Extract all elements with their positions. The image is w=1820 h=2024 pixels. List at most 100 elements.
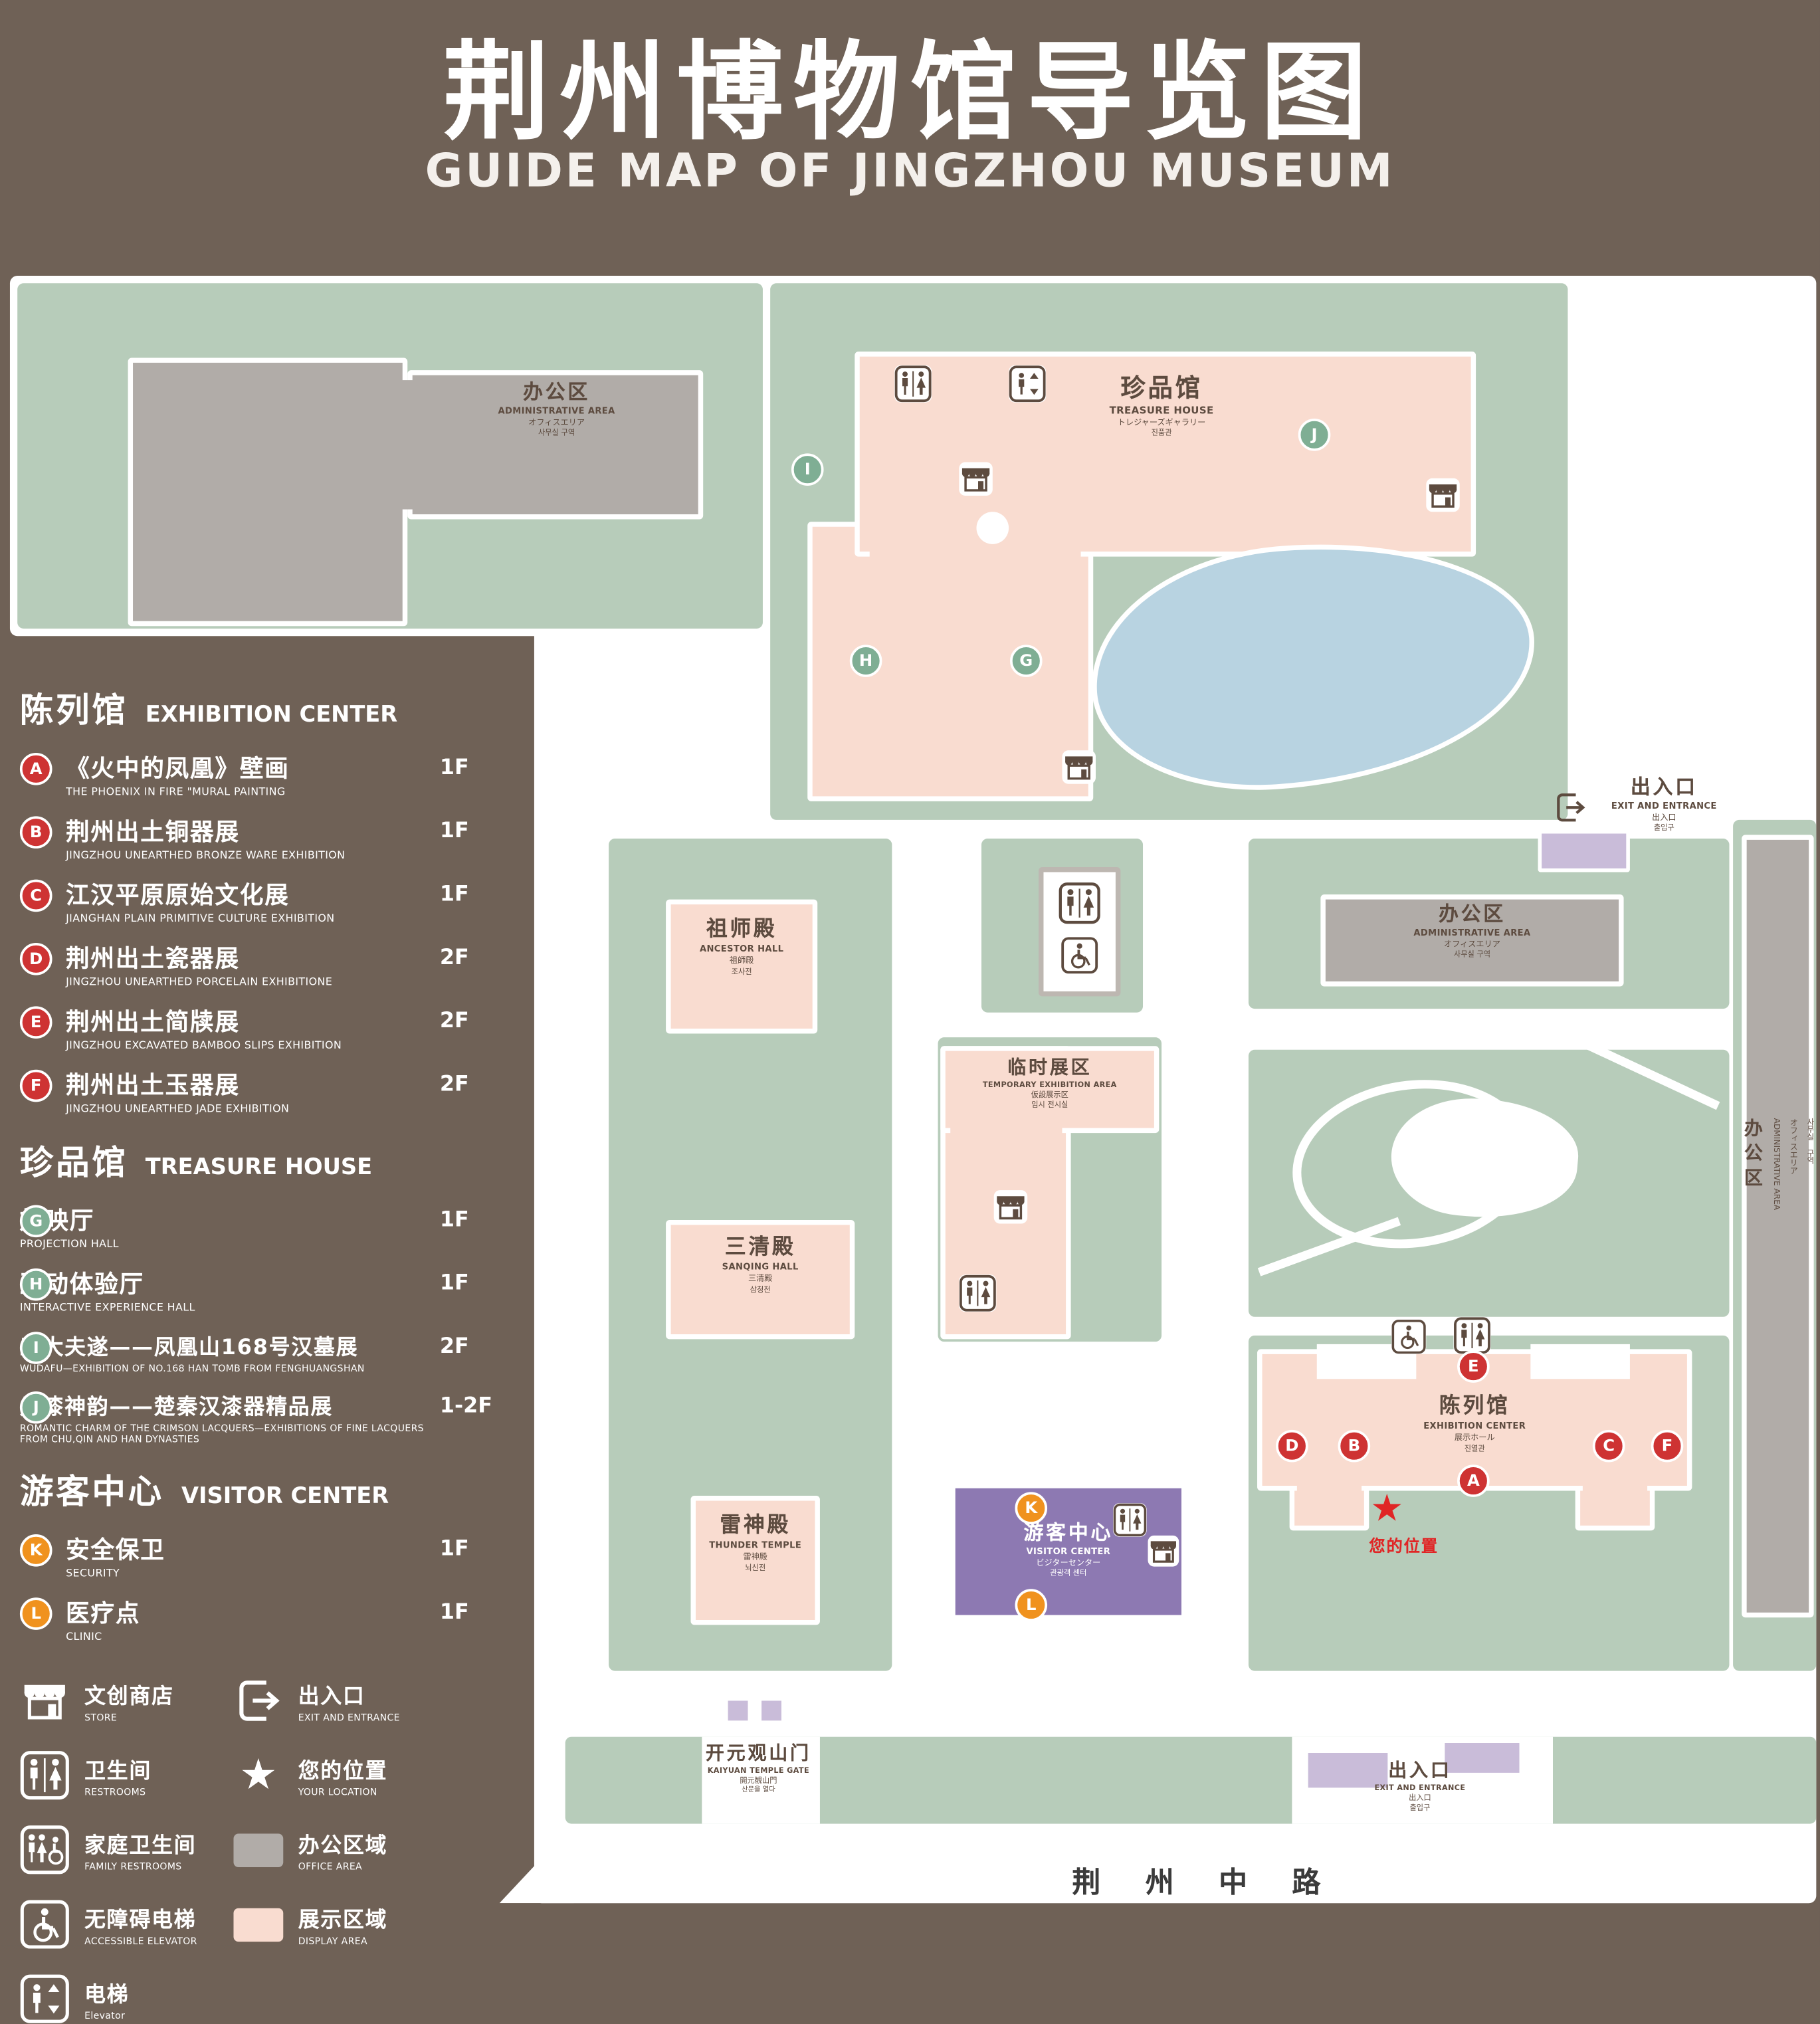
legend-symbol-en: RESTROOMS	[84, 1786, 146, 1798]
legend-symbol-text: 电梯 Elevator	[84, 1977, 129, 2021]
legend-symbol-en: STORE	[84, 1712, 118, 1724]
legend-symbol-zh: 卫生间	[84, 1759, 152, 1784]
legend-item-c: C 江汉平原原始文化展 JIANGHAN PLAIN PRIMITIVE CUL…	[19, 877, 507, 926]
sanqing-hall-label: 三清殿 SANQING HALL 三清殿 삼청전	[671, 1235, 850, 1294]
legend-symbol-en: YOUR LOCATION	[298, 1786, 377, 1798]
legend-symbol-zh: 展示区域	[298, 1908, 388, 1934]
legend-symbol-store: 文创商店 STORE	[20, 1676, 234, 1726]
ancestor-hall-label-zh: 祖师殿	[706, 916, 777, 942]
exit-s-label-en: EXIT AND ENTRANCE	[1374, 1783, 1466, 1793]
treasure-house-join	[869, 542, 1081, 572]
legend-item-text: 医疗点 CLINIC	[66, 1595, 140, 1643]
marker-a: A	[19, 752, 52, 785]
legend-header-zh: 珍品馆	[19, 1144, 128, 1183]
exhibition-center-label: 陈列馆 EXHIBITION CENTER 展示ホール 진열관	[1381, 1394, 1567, 1453]
treasure-house-main	[855, 352, 1476, 557]
sanqing-hall-label-en: SANQING HALL	[722, 1263, 799, 1273]
legend-item-en: JINGZHOU EXCAVATED BAMBOO SLIPS EXHIBITI…	[66, 1039, 342, 1053]
legend-item-zh: 丹漆神韵——楚秦汉漆器精品展	[19, 1395, 334, 1420]
legend-item-text: 荆州出土瓷器展 JINGZHOU UNEARTHED PORCELAIN EXH…	[66, 940, 332, 989]
legend-symbol-text: 您的位置 YOUR LOCATION	[298, 1753, 388, 1797]
marker-j: J	[19, 1391, 52, 1424]
guide-map-canvas: 荆州博物馆导览图 GUIDE MAP OF JINGZHOU MUSEUM 办公…	[9, 31, 1817, 1947]
store-icon	[1148, 1535, 1179, 1567]
legend-item-d: D 荆州出土瓷器展 JINGZHOU UNEARTHED PORCELAIN E…	[19, 940, 507, 989]
restroom-icon	[1113, 1503, 1147, 1537]
treasure-house-label-en: TREASURE HOUSE	[1109, 405, 1214, 417]
legend-symbol-zh: 无障碍电梯	[84, 1908, 197, 1934]
admin-center-label: 办公区 ADMINISTRATIVE AREA オフィスエリア 사무실 구역	[1336, 902, 1609, 960]
marker-g: G	[19, 1205, 52, 1238]
map-marker-i: I	[791, 453, 824, 486]
marker-l: L	[19, 1597, 52, 1630]
page-title: 荆州博物馆导览图	[443, 31, 1377, 155]
gate-pillar-east	[758, 1696, 785, 1725]
exhibition-center-notch-right	[1530, 1344, 1630, 1379]
entrance-building-s-west	[1304, 1749, 1391, 1791]
legend-header-visitor-center: 游客中心 VISITOR CENTER	[20, 1465, 507, 1513]
legend-item-text: 荆州出土简牍展 JINGZHOU EXCAVATED BAMBOO SLIPS …	[66, 1004, 342, 1053]
temporary-area-label: 临时展区 TEMPORARY EXHIBITION AREA 仮設展示区 임시 …	[944, 1056, 1156, 1110]
admin-east-label-en: ADMINISTRATIVE AREA	[1771, 1118, 1782, 1211]
exit-s-label-ko: 출입구	[1409, 1804, 1431, 1813]
exhibition-center-label-en: EXHIBITION CENTER	[1423, 1421, 1526, 1432]
treasure-house-label: 珍品馆 TREASURE HOUSE トレジャーズギャラリー 진품관	[1019, 373, 1304, 438]
ancestor-hall-label-ja: 祖師殿	[729, 955, 754, 965]
map-marker-c: C	[1592, 1429, 1625, 1463]
legend-symbol-text: 展示区域 DISPLAY AREA	[298, 1902, 388, 1947]
exit-s-label-ja: 出入口	[1409, 1794, 1431, 1803]
legend-symbol-zh: 出入口	[298, 1684, 365, 1710]
legend-item-i: I 五大夫遂——凤凰山168号汉墓展 WUDAFU—EXHIBITION OF …	[19, 1329, 507, 1374]
legend-item-f: F 荆州出土玉器展 JINGZHOU UNEARTHED JADE EXHIBI…	[19, 1067, 507, 1116]
temporary-area-label-ko: 임시 전시실	[1031, 1101, 1068, 1110]
legend-item-en: THE PHOENIX IN FIRE "MURAL PAINTING	[66, 786, 286, 799]
legend-symbol-en: ACCESSIBLE ELEVATOR	[84, 1935, 197, 1947]
admin-nw-join	[400, 380, 418, 510]
marker-i: I	[19, 1332, 52, 1364]
exit-ne-label: 出入口 EXIT AND ENTRANCE 出入口 출입구	[1593, 775, 1736, 833]
temporary-area-label-zh: 临时展区	[1007, 1056, 1092, 1078]
exit-s-label-zh: 出入口	[1388, 1759, 1452, 1782]
legend-item-floor: 2F	[439, 1072, 469, 1097]
legend-symbol-text: 办公区域 OFFICE AREA	[298, 1827, 388, 1872]
exit-ne-label-en: EXIT AND ENTRANCE	[1611, 801, 1717, 812]
marker-k: K	[19, 1534, 52, 1567]
legend-item-text: 《火中的凤凰》壁画 THE PHOENIX IN FIRE "MURAL PAI…	[66, 750, 290, 799]
treasure-house-label-zh: 珍品馆	[1120, 372, 1203, 403]
page-subtitle: GUIDE MAP OF JINGZHOU MUSEUM	[425, 144, 1395, 198]
visitor-center-building	[950, 1483, 1187, 1620]
sanqing-hall-building	[666, 1219, 855, 1340]
display-area-swatch	[233, 1907, 284, 1942]
thunder-temple-label-ko: 뇌신전	[745, 1564, 766, 1573]
admin-east-label-zh: 办公区	[1742, 1118, 1764, 1193]
visitor-center-label: 游客中心 VISITOR CENTER ビジターセンター 관광객 센터	[981, 1520, 1156, 1578]
gate-label-en: KAIYUAN TEMPLE GATE	[707, 1766, 810, 1775]
admin-east-building	[1742, 835, 1814, 1618]
exit-icon	[233, 1676, 283, 1726]
legend-symbol-elevator: 电梯 Elevator	[20, 1974, 234, 2024]
legend-item-floor: 2F	[439, 1334, 469, 1360]
ancestor-hall-label-ko: 조사전	[731, 967, 752, 976]
legend-symbol-office-area: 办公区域 OFFICE AREA	[233, 1827, 489, 1872]
admin-nw-label-en: ADMINISTRATIVE AREA	[498, 406, 615, 417]
sanqing-hall-label-ko: 삼청전	[750, 1285, 771, 1294]
admin-center-building	[1320, 894, 1624, 987]
legend-header-treasure-house: 珍品馆 TREASURE HOUSE	[20, 1136, 507, 1184]
legend-item-l: L 医疗点 CLINIC 1F	[19, 1595, 507, 1643]
legend-item-text: 荆州出土玉器展 JINGZHOU UNEARTHED JADE EXHIBITI…	[66, 1067, 289, 1115]
ancestor-hall-label: 祖师殿 ANCESTOR HALL 祖師殿 조사전	[668, 917, 815, 976]
admin-nw-label-ko: 사무실 구역	[538, 429, 575, 438]
legend-item-en: SECURITY	[66, 1568, 120, 1581]
legend-item-en: JINGZHOU UNEARTHED BRONZE WARE EXHIBITIO…	[66, 849, 346, 862]
legend-item-floor: 2F	[439, 945, 469, 971]
thunder-temple-label-ja: 雷神殿	[743, 1551, 767, 1562]
legend-item-en: WUDAFU—EXHIBITION OF NO.168 HAN TOMB FRO…	[19, 1362, 365, 1374]
family-restroom-icon	[20, 1825, 70, 1874]
elevator-icon	[1009, 365, 1047, 403]
legend-symbol-text: 文创商店 STORE	[84, 1678, 174, 1723]
gate-label: 开元观山门 KAIYUAN TEMPLE GATE 開元観山門 산문을 열다	[681, 1742, 837, 1795]
map-marker-h: H	[849, 645, 882, 677]
legend-symbol-text: 家庭卫生间 FAMILY RESTROOMS	[84, 1827, 196, 1872]
map-marker-g: G	[1009, 645, 1043, 677]
admin-nw-label-ja: オフィスエリア	[528, 417, 585, 427]
